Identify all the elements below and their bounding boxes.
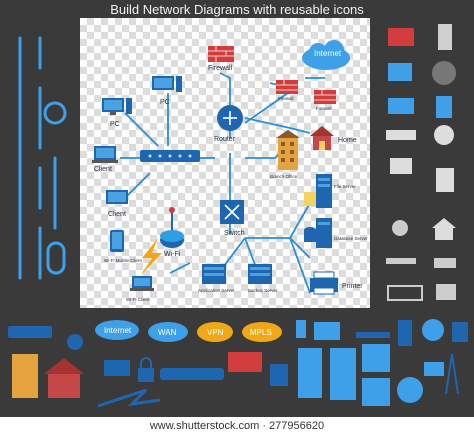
wifi-access-point-icon [160, 207, 184, 248]
access-point-icon [434, 258, 456, 268]
cloud-icon [197, 322, 233, 342]
firewall-icon [314, 90, 336, 104]
firewall-icon [228, 352, 262, 372]
printer-icon [104, 360, 130, 376]
lightning-icon [140, 238, 162, 276]
db-server-label: Database Server [334, 236, 368, 241]
app-server-label: Application Server [198, 288, 235, 293]
wifi-client-label: Wi-Fi Mobile Client [104, 258, 143, 263]
folder-icon [424, 362, 444, 376]
cloud-icon [242, 322, 282, 342]
switch-icon [298, 348, 322, 398]
firewall-icon [208, 46, 234, 62]
server-icon [304, 174, 332, 208]
laptop-icon [130, 276, 154, 291]
rack-icon [387, 285, 423, 301]
diagram-canvas: PC PC Client Client Wi-Fi Mobile Client [80, 18, 370, 308]
building-icon [390, 158, 412, 174]
network-diagram: PC PC Client Client Wi-Fi Mobile Client [92, 40, 368, 302]
side-icon-panel [386, 24, 456, 301]
cloud-wan-label: WAN [158, 328, 177, 337]
globe-icon [422, 319, 444, 341]
client1-label: Client [94, 166, 112, 173]
footer-watermark: www.shutterstock.com · 277956620 [0, 417, 474, 435]
tablet-icon [110, 230, 124, 252]
internet-label: Internet [314, 49, 342, 58]
backup-server-label: Backup Server [248, 288, 278, 293]
file-server-label: File Server [334, 184, 356, 189]
router-icon [397, 377, 423, 403]
hub-icon [140, 150, 200, 162]
router-label: Router [214, 136, 236, 143]
page-title: Build Network Diagrams with reusable ico… [110, 2, 364, 17]
server-icon [248, 264, 272, 284]
lock-icon [138, 357, 154, 382]
users-icon [67, 334, 83, 350]
branch-label: Branch Office [270, 174, 298, 179]
printer-icon [310, 271, 338, 295]
server-icon [438, 24, 452, 50]
firewall1-label: Firewall [208, 65, 233, 72]
left-decoration [18, 36, 67, 280]
firewall-icon [388, 28, 414, 46]
client2-label: Client [108, 211, 126, 218]
database-icon [452, 322, 468, 342]
wifi-tower-icon [445, 353, 459, 395]
building-icon [276, 130, 300, 170]
cloud-mpls-label: MPLS [250, 328, 272, 337]
mobile-icon [296, 320, 306, 338]
server-icon [202, 264, 226, 284]
switch-icon [330, 348, 356, 400]
home-icon [44, 358, 84, 398]
pc1-label: PC [110, 121, 120, 128]
firewall-icon [276, 80, 298, 94]
cloud-vpn-label: VPN [207, 328, 224, 337]
globe-icon [432, 61, 456, 85]
cloud-icon [302, 40, 350, 70]
home-label: Home [338, 137, 357, 144]
monitor-icon [388, 63, 412, 81]
home-icon [432, 218, 456, 240]
server-icon [398, 320, 412, 346]
monitor-icon [314, 322, 340, 340]
building-icon [12, 354, 38, 398]
switch-icon [220, 200, 244, 224]
cloud-internet-label: Internet [104, 326, 132, 335]
database-icon [436, 168, 454, 192]
switch-label: Switch [224, 230, 245, 237]
pc2-label: PC [160, 99, 170, 106]
database-icon [304, 218, 332, 248]
hub-icon [386, 258, 416, 264]
bottom-icon-strip: Internet WAN VPN MPLS [8, 319, 468, 408]
hub-icon [356, 332, 390, 338]
laptop-icon [388, 98, 414, 114]
router-icon [434, 125, 454, 145]
laptop-icon [92, 146, 118, 163]
lightning-icon [97, 388, 161, 408]
printer-label: Printer [342, 283, 363, 290]
firewall3-label: Firewall [316, 106, 332, 111]
cloud-icon [148, 322, 188, 342]
users-icon [392, 220, 408, 236]
switch-icon [8, 326, 52, 338]
router-icon [217, 105, 243, 131]
cloud-icon [95, 320, 139, 340]
switch-icon [386, 130, 416, 140]
home-icon [310, 126, 334, 150]
pc-icon [152, 76, 182, 92]
hub-icon [160, 368, 224, 380]
pc-icon [102, 98, 132, 115]
wifi-tower-icon [270, 364, 288, 386]
firewall2-label: Firewall [278, 96, 294, 101]
monitor-icon [106, 190, 128, 204]
router-icon [362, 344, 390, 406]
tablet-icon [436, 96, 452, 118]
wifi-client2-label: Wi-Fi Client [126, 297, 150, 302]
wifi-label: Wi-Fi [164, 251, 181, 258]
folder-icon [436, 284, 456, 300]
